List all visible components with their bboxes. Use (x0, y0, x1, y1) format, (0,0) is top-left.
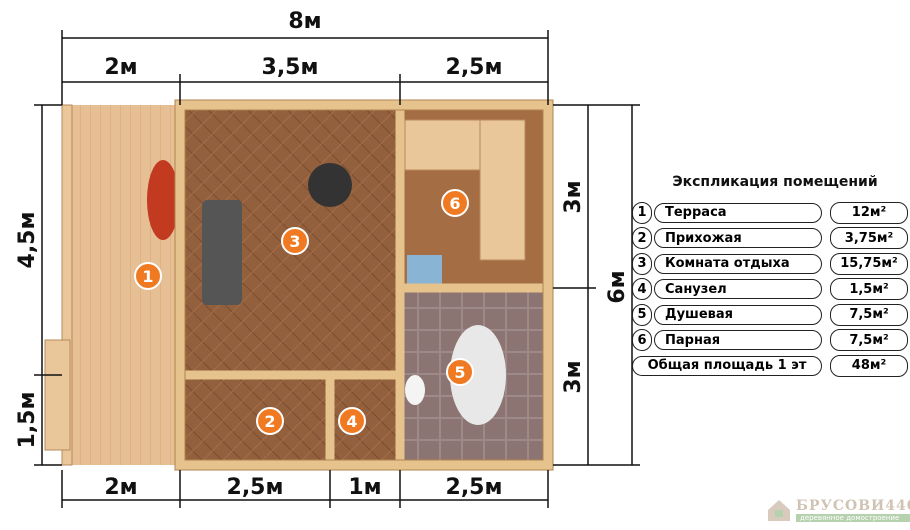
room-marker-2: 2 (256, 407, 284, 435)
sauna-bench (479, 119, 526, 261)
legend-name: Терраса (654, 202, 822, 223)
dim-bottom: 2,5м (227, 475, 284, 500)
legend-area: 3,75м² (830, 227, 908, 250)
legend-title: Экспликация помещений (672, 174, 878, 190)
svg-text:5: 5 (454, 363, 465, 382)
legend-name: Прихожая (654, 228, 822, 249)
walls (175, 100, 553, 470)
dim-right: 3м (561, 360, 586, 393)
stove (407, 255, 442, 285)
watermark-subtitle: деревянное домостроение (796, 514, 910, 522)
dim-bottom: 1м (348, 475, 381, 500)
svg-text:2: 2 (264, 412, 275, 431)
svg-text:1: 1 (142, 267, 153, 286)
legend-num: 2 (632, 227, 652, 250)
room-terrace (62, 105, 180, 465)
legend-name: Санузел (654, 279, 822, 300)
legend-name: Парная (654, 330, 822, 351)
house-icon (768, 500, 790, 521)
svg-text:4: 4 (346, 412, 357, 431)
svg-text:3: 3 (289, 232, 300, 251)
dim-top: 2,5м (446, 55, 503, 80)
bathtub (450, 325, 506, 425)
dim-left: 1,5м (15, 392, 40, 449)
dim-total-depth: 6м (605, 270, 630, 303)
legend-name: Душевая (654, 304, 822, 325)
legend-area: 12м² (830, 201, 908, 224)
terrace-railing (61, 104, 73, 466)
terrace-chairs (147, 160, 179, 240)
watermark-logo: БРУСОВИ440К деревянное домостроение (766, 498, 910, 522)
room-marker-6: 6 (441, 189, 469, 217)
dim-bottom: 2,5м (446, 475, 503, 500)
toilet (405, 375, 425, 405)
dim-top: 2м (104, 55, 137, 80)
dim-left: 4,5м (15, 212, 40, 269)
legend-num: 3 (632, 252, 652, 275)
legend-area: 7,5м² (830, 329, 908, 352)
legend-total-area: 48м² (830, 354, 908, 377)
legend-total-row: Общая площадь 1 эт 48м² (632, 353, 908, 379)
legend-area: 7,5м² (830, 303, 908, 326)
legend-area: 15,75м² (830, 252, 908, 275)
dim-total-width: 8м (288, 9, 321, 34)
legend-num: 6 (632, 329, 652, 352)
terrace-steps (44, 339, 71, 451)
watermark-name: БРУСОВИ440К (796, 498, 910, 514)
dim-right: 3м (561, 180, 586, 213)
legend-name: Комната отдыха (654, 253, 822, 274)
legend-area: 1,5м² (830, 278, 908, 301)
dim-bottom: 2м (104, 475, 137, 500)
room-marker-1: 1 (134, 262, 162, 290)
dim-top: 3,5м (262, 55, 319, 80)
legend-num: 5 (632, 303, 652, 326)
room-marker-4: 4 (338, 407, 366, 435)
room-hall (180, 375, 330, 465)
dining-table (308, 163, 352, 207)
legend-total-label: Общая площадь 1 эт (632, 355, 822, 376)
room-marker-5: 5 (446, 358, 474, 386)
legend-num: 4 (632, 278, 652, 301)
room-marker-3: 3 (281, 227, 309, 255)
sofa (202, 200, 242, 305)
svg-text:6: 6 (449, 194, 460, 213)
legend-num: 1 (632, 201, 652, 224)
